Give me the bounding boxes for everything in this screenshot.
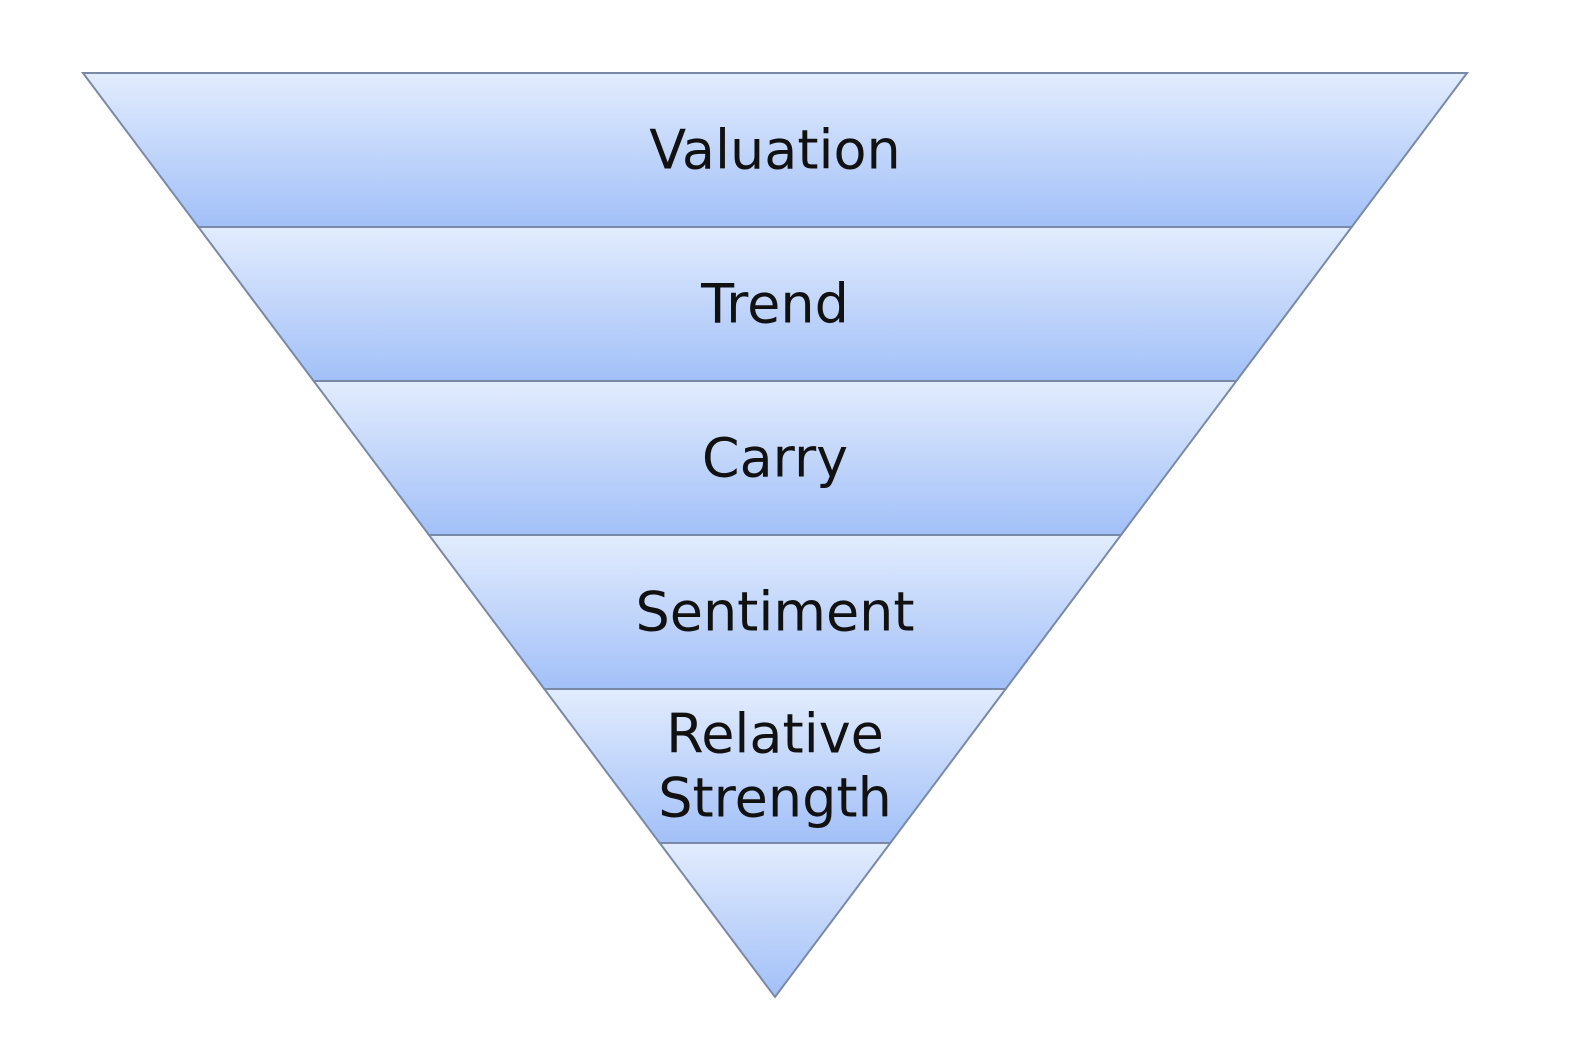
pyramid-layer-5-label: Strength bbox=[658, 767, 892, 830]
pyramid-layer-5-label: Relative bbox=[666, 703, 884, 766]
pyramid-layer-4-label: Sentiment bbox=[635, 581, 914, 644]
pyramid-labels: ValuationTrendCarrySentimentRelativeStre… bbox=[635, 119, 914, 830]
pyramid-layer-3-label: Carry bbox=[702, 427, 848, 490]
pyramid-layer-1-label: Valuation bbox=[649, 119, 901, 182]
pyramid-layers bbox=[81, 72, 1469, 999]
pyramid-layer-2-label: Trend bbox=[700, 273, 849, 336]
pyramid-layer-6 bbox=[657, 842, 893, 999]
